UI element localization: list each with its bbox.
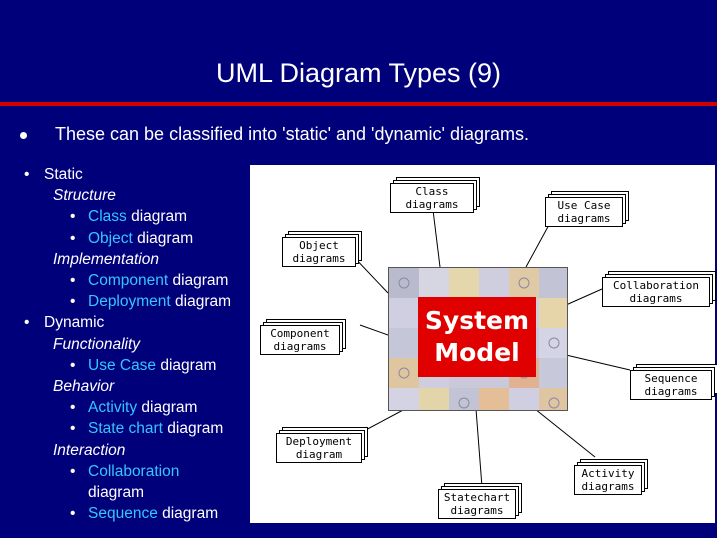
implementation-heading: Implementation [53,250,159,268]
statechart-box-line1: Statechart [443,491,511,504]
connector-statechart [475,408,483,488]
bullet-icon: • [70,272,76,290]
connector-lines [351,209,631,488]
static-label: Static [44,166,83,183]
activity-keyword: Activity [88,399,138,417]
system-model-line2: Model [434,338,520,367]
connector-component [359,324,389,336]
component-rest: diagram [168,272,229,290]
deployment-box-line1: Deployment [285,435,353,448]
outline-item-class: • Class diagram [24,206,254,227]
bullet-icon: • [70,208,76,226]
sequence-rest: diagram [157,505,219,523]
class-box-line2: diagrams [405,198,459,211]
bullet-icon: • [70,293,76,311]
outline-item-collaboration: • Collaboration [24,461,254,482]
deployment-box-line2: diagram [295,448,343,461]
collab-box-line2: diagrams [629,292,683,305]
bullet-icon: • [70,420,76,438]
bullet-dot-icon [20,131,27,139]
intro-text: These can be classified into 'static' an… [55,124,529,144]
object-rest: diagram [132,229,194,247]
diagram-type-outline: • Static Structure • Class diagram • Object… [24,164,254,524]
connector-activity [534,408,596,458]
bullet-icon: • [24,314,30,332]
outline-item-activity: • Activity diagram [24,397,254,418]
collab-box-line1: Collaboration [612,279,700,292]
connector-object [351,254,389,294]
intro-line: These can be classified into 'static' an… [20,124,529,145]
component-box-line1: Component [270,327,330,340]
outline-item-sequence: • Sequence diagram [24,503,254,524]
usecase-box-line2: diagrams [557,212,611,225]
outline-item-object: • Object diagram [24,228,254,249]
bullet-icon: • [70,356,76,374]
connector-usecase [525,222,551,268]
component-keyword: Component [88,272,169,290]
collaboration-keyword: Collaboration [88,462,180,480]
bullet-icon: • [70,462,76,480]
sequence-keyword: Sequence [88,505,158,523]
usecase-rest: diagram [156,356,217,374]
statechart-box-line2: diagrams [450,504,504,517]
outline-item-usecase: • Use Case diagram [24,355,254,376]
statechart-rest: diagram [162,420,224,438]
object-keyword: Object [88,229,133,247]
outline-dynamic: • Dynamic [24,312,254,333]
system-model-line1: System [424,306,530,335]
functionality-heading: Functionality [53,335,141,353]
dynamic-label: Dynamic [44,314,105,332]
connector-class [432,209,441,268]
usecase-keyword: Use Case [88,356,157,374]
class-box-line1: Class [415,185,449,198]
deployment-keyword: Deployment [88,293,171,311]
object-box-line2: diagrams [292,252,346,265]
bullet-icon: • [70,399,76,417]
title-divider [0,102,717,106]
structure-heading: Structure [53,187,116,205]
outline-item-deployment: • Deployment diagram [24,291,254,312]
outline-item-statechart: • State chart diagram [24,418,254,439]
object-box-line1: Object [299,239,339,252]
outline-static: • Static [24,164,254,185]
connector-deployment [359,408,406,434]
activity-box-line2: diagrams [581,480,635,493]
deployment-rest: diagram [170,293,232,311]
bullet-icon: • [70,505,76,523]
slide-title: UML Diagram Types (9) [215,58,502,88]
sequence-box-line2: diagrams [644,385,698,398]
bullet-icon: • [24,166,30,183]
statechart-keyword: State chart [88,420,163,438]
bullet-icon: • [70,229,76,247]
outline-item-component: • Component diagram [24,270,254,291]
sequence-box-line1: Sequence [644,372,698,385]
system-model-label: System Model [418,297,536,377]
connector-sequence [565,354,631,371]
usecase-box-line1: Use Case [557,199,611,212]
behavior-heading: Behavior [53,378,115,396]
collaboration-rest: diagram [88,484,144,502]
component-box-line2: diagrams [273,340,327,353]
class-rest: diagram [126,208,188,226]
activity-box-line1: Activity [581,467,635,480]
connector-collaboration [565,288,603,306]
activity-rest: diagram [137,399,198,417]
class-keyword: Class [88,208,127,226]
interaction-heading: Interaction [53,441,126,459]
